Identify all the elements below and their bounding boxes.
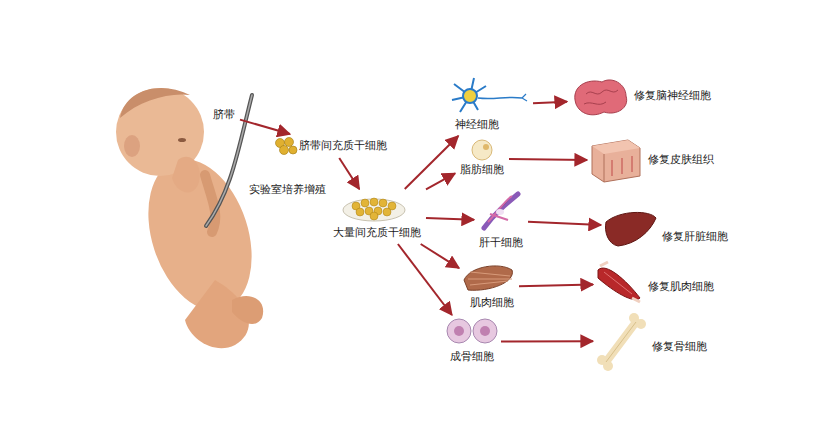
osteoblast-icon xyxy=(447,319,497,343)
stem-cell-node: 脐带间充质干细胞 xyxy=(274,137,389,155)
cord-label: 脐带 xyxy=(211,107,237,123)
repair-node: 修复骨细胞 xyxy=(596,312,709,370)
node-label: 修复肌肉细胞 xyxy=(648,280,714,294)
baby-illustration xyxy=(116,88,270,348)
brain-icon xyxy=(575,80,627,115)
cell-node: 肝干细胞 xyxy=(477,190,525,251)
fat-cell-icon xyxy=(472,140,492,160)
arrow-connector xyxy=(501,340,593,342)
arrow-connector xyxy=(405,136,458,189)
petri-dish-icon xyxy=(343,198,405,221)
cell-node: 肌肉细胞 xyxy=(462,263,516,311)
node-label: 肌肉细胞 xyxy=(470,296,514,310)
muscle-icon xyxy=(598,262,640,302)
bone-icon xyxy=(597,313,646,371)
node-label: 修复脑神经细胞 xyxy=(634,89,711,103)
dish-node: 大量间充质干细胞 xyxy=(331,192,423,241)
repair-node: 修复肌肉细胞 xyxy=(596,260,716,306)
edge-label: 实验室培养增殖 xyxy=(247,183,328,197)
muscle-cell-icon xyxy=(464,266,512,290)
repair-node: 修复皮肤组织 xyxy=(590,138,716,184)
arrow-connector xyxy=(426,173,455,189)
arrow-connector xyxy=(509,159,587,160)
skin-tissue-icon xyxy=(592,140,640,182)
repair-node: 修复脑神经细胞 xyxy=(570,78,713,118)
node-label: 脂肪细胞 xyxy=(460,163,504,177)
node-label: 脐带间充质干细胞 xyxy=(299,139,387,153)
node-label: 神经细胞 xyxy=(455,118,499,132)
cell-node: 脂肪细胞 xyxy=(458,139,506,178)
node-label: 脐带 xyxy=(213,108,235,122)
liver-stem-cell-icon xyxy=(484,194,518,228)
arrow-connector xyxy=(421,244,459,268)
repair-node: 修复肝脏细胞 xyxy=(604,208,730,248)
node-label: 大量间充质干细胞 xyxy=(333,226,421,240)
arrow-connector xyxy=(339,158,359,189)
arrow-connector xyxy=(519,285,593,287)
arrow-connector xyxy=(426,218,474,220)
node-label: 肝干细胞 xyxy=(479,236,523,250)
node-label: 修复肝脏细胞 xyxy=(662,230,728,244)
node-label: 成骨细胞 xyxy=(450,350,494,364)
node-label: 修复皮肤组织 xyxy=(648,153,714,167)
liver-icon xyxy=(606,212,657,246)
cell-node: 成骨细胞 xyxy=(446,318,498,365)
arrow-connector xyxy=(398,244,452,315)
arrow-connector xyxy=(528,222,601,225)
stem-cell-icon xyxy=(276,138,298,155)
node-label: 修复骨细胞 xyxy=(652,340,707,354)
arrow-connector xyxy=(240,120,290,134)
neuron-icon xyxy=(452,78,527,112)
arrow-connector xyxy=(533,102,567,104)
cell-node: 神经细胞 xyxy=(448,78,530,133)
